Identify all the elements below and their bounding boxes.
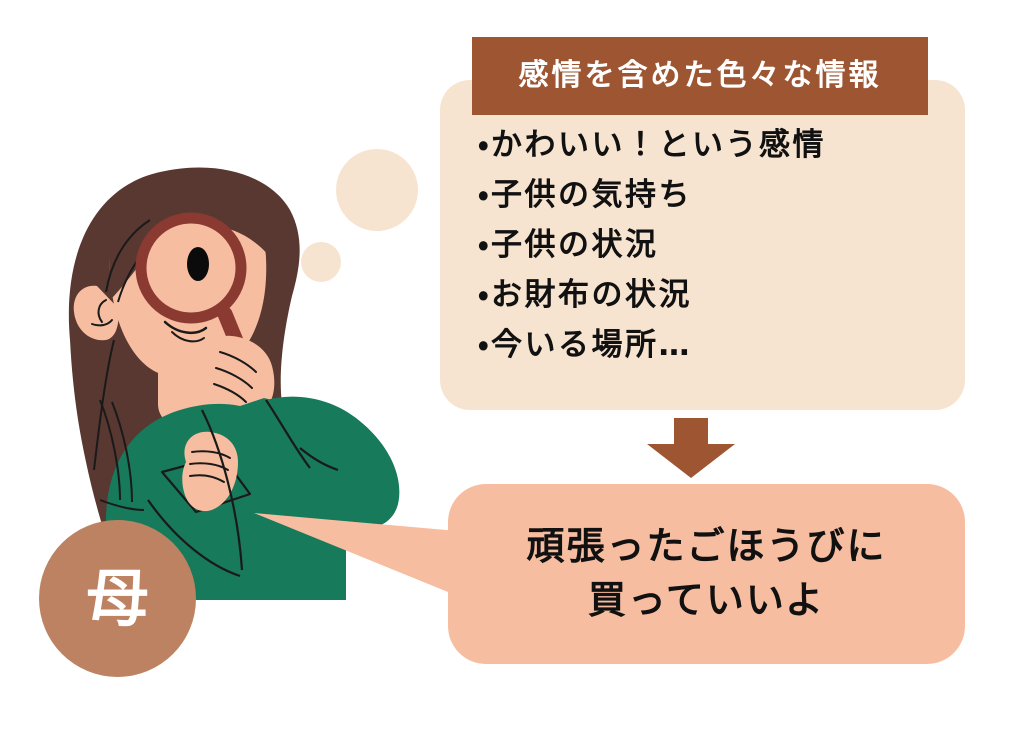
hair-front	[109, 167, 292, 300]
hair-strand-3	[93, 339, 115, 471]
info-panel-banner: 感情を含めた色々な情報	[472, 37, 928, 115]
list-item: ・かわいい！という感情	[478, 127, 827, 163]
sweater-arm-raised	[262, 396, 400, 529]
magnifier-handle	[217, 306, 265, 400]
list-item: ・今いる場所…	[478, 327, 693, 363]
list-item: ・お財布の状況	[478, 277, 693, 313]
face	[109, 184, 267, 379]
speech-bubble: 頑張ったごほうびに 買っていいよ	[448, 484, 965, 664]
mouth	[163, 320, 208, 335]
arrow-down-icon	[647, 418, 735, 478]
magnifier-handle-lower	[233, 345, 269, 411]
persona-badge-label: 母	[86, 561, 149, 635]
thought-bubble-small	[301, 242, 341, 282]
chest-hand-line-1	[191, 450, 231, 459]
speech-bubble-line: 買っていいよ	[587, 578, 826, 622]
persona-badge: 母	[39, 520, 196, 677]
hand	[203, 335, 275, 421]
sweater-fold-5	[265, 399, 311, 469]
finger-line-3	[213, 383, 247, 403]
chest-hand	[182, 431, 238, 512]
hair-strand-2	[105, 219, 151, 293]
ear-detail	[97, 299, 107, 323]
sleeve-outline	[160, 454, 252, 514]
info-panel-title: 感情を含めた色々な情報	[518, 58, 882, 93]
sweater-fold-1	[99, 399, 121, 501]
list-item: ・子供の状況	[478, 227, 659, 263]
chest-hand-line-3	[189, 474, 225, 483]
sweater-fold-3	[99, 499, 145, 511]
magnifier-lens	[135, 212, 247, 324]
ear-detail-2	[91, 319, 113, 327]
thought-bubble-large	[336, 149, 418, 231]
neck	[158, 352, 244, 434]
chest-hand-line-2	[189, 462, 229, 471]
finger-line-2	[215, 367, 253, 389]
info-panel	[440, 80, 965, 410]
sweater-fold-2	[111, 401, 133, 503]
speech-bubble-tail	[254, 513, 480, 605]
list-item: ・子供の気持ち	[478, 177, 693, 213]
mouth-detail	[171, 331, 205, 343]
ear	[73, 285, 119, 341]
sweater-sleeve-cuff	[160, 449, 250, 515]
sweater-fold-6	[299, 447, 339, 472]
info-panel-list: ・かわいい！という感情 ・子供の気持ち ・子供の状況 ・お財布の状況 ・今いる場…	[478, 130, 958, 380]
eye	[187, 247, 209, 281]
nose	[148, 278, 158, 294]
hair-strand-1	[117, 225, 173, 303]
speech-bubble-line: 頑張ったごほうびに	[526, 524, 887, 569]
sweater-fold-4	[201, 409, 244, 571]
finger-line-1	[219, 351, 257, 373]
